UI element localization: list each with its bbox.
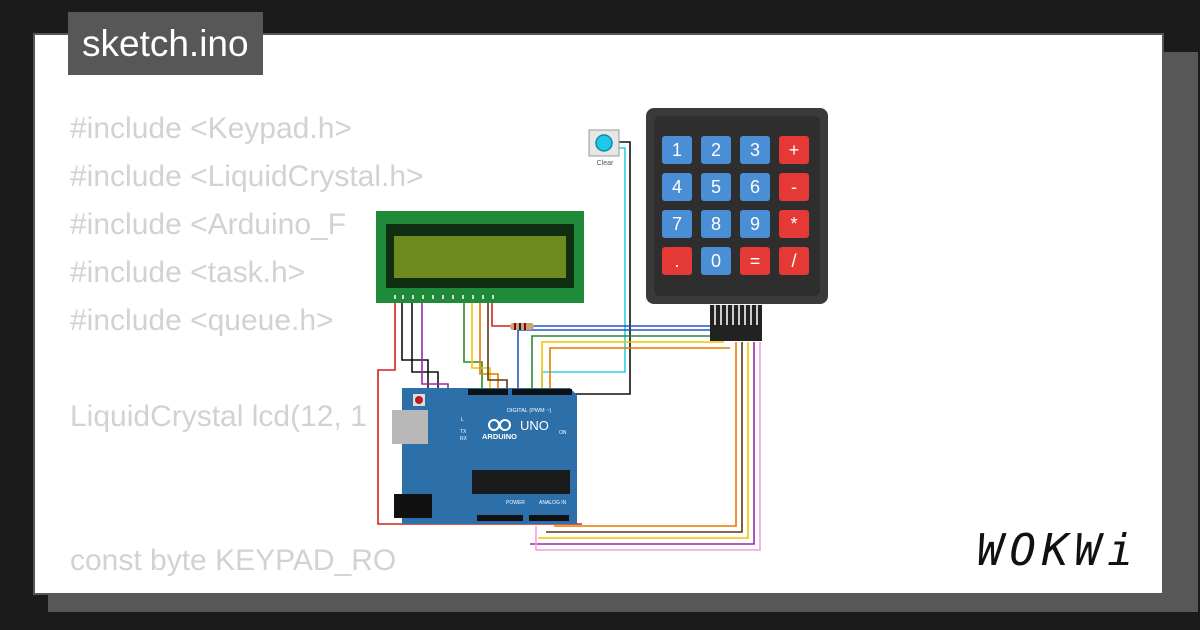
keypad-key-label: 4 xyxy=(672,177,682,197)
keypad-key[interactable]: 9 xyxy=(740,210,770,238)
digital-label: DIGITAL (PWM ~) xyxy=(507,408,551,414)
keypad-key[interactable]: 0 xyxy=(701,247,731,275)
keypad-key-label: 0 xyxy=(711,251,721,271)
keypad-key-label: + xyxy=(789,140,800,160)
keypad-key[interactable]: - xyxy=(779,173,809,201)
code-line: #include <Keypad.h> xyxy=(70,112,352,145)
keypad-key-label: 2 xyxy=(711,140,721,160)
keypad-key-label: = xyxy=(750,251,761,271)
keypad-key[interactable]: . xyxy=(662,247,692,275)
keypad-key-label: 7 xyxy=(672,214,682,234)
keypad-key[interactable]: 7 xyxy=(662,210,692,238)
keypad-key-label: 8 xyxy=(711,214,721,234)
circuit-diagram: Clear xyxy=(376,108,828,551)
keypad-key[interactable]: * xyxy=(779,210,809,238)
tx-label: TX xyxy=(460,429,467,435)
keypad-key[interactable]: = xyxy=(740,247,770,275)
keypad-key[interactable]: 8 xyxy=(701,210,731,238)
keypad-keys: 1 2 3 +4 5 6 - 7 8 9 *. 0 = / xyxy=(662,136,809,275)
wokwi-logo: WOKWi xyxy=(977,525,1140,576)
code-line: #include <queue.h> xyxy=(70,304,334,337)
file-tab[interactable]: sketch.ino xyxy=(68,12,263,75)
keypad-key-label: 1 xyxy=(672,140,682,160)
keypad-key[interactable]: + xyxy=(779,136,809,164)
code-line: const byte KEYPAD_COLS = 4; xyxy=(70,585,492,593)
code-preview: #include <Keypad.h> #include <LiquidCrys… xyxy=(70,105,492,593)
code-line: #include <task.h> xyxy=(70,256,306,289)
keypad-key-label: 5 xyxy=(711,177,721,197)
arduino-infinity-icon xyxy=(488,419,511,431)
keypad-key[interactable]: 4 xyxy=(662,173,692,201)
analog-label: ANALOG IN xyxy=(539,500,567,506)
on-label: ON xyxy=(559,430,567,436)
keypad-key-label: . xyxy=(674,251,679,271)
code-line: #include <Arduino_F xyxy=(70,208,347,241)
keypad-key-label: 3 xyxy=(750,140,760,160)
reset-button[interactable] xyxy=(415,396,423,404)
keypad-key[interactable]: 6 xyxy=(740,173,770,201)
keypad-key[interactable]: 3 xyxy=(740,136,770,164)
rx-label: RX xyxy=(460,436,468,442)
arduino-uno[interactable]: DIGITAL (PWM ~) ARDUINO UNO POWER ANALOG… xyxy=(392,388,577,524)
clear-button[interactable]: Clear xyxy=(588,129,620,167)
code-line: const byte KEYPAD_RO xyxy=(70,544,397,577)
l-label: L xyxy=(461,417,464,423)
keypad-key-label: / xyxy=(791,251,796,271)
keypad-key[interactable]: 1 xyxy=(662,136,692,164)
keypad-key-label: * xyxy=(790,214,797,234)
project-card: #include <Keypad.h> #include <LiquidCrys… xyxy=(33,33,1164,595)
uno-logo: UNO xyxy=(520,418,549,433)
code-line: #include <LiquidCrystal.h> xyxy=(70,160,424,193)
code-line: LiquidCrystal lcd(12, 1 xyxy=(70,400,367,433)
resistor[interactable] xyxy=(510,323,534,330)
keypad-key-label: - xyxy=(791,177,797,197)
keypad-key-label: 6 xyxy=(750,177,760,197)
power-label: POWER xyxy=(506,500,525,506)
arduino-brand: ARDUINO xyxy=(482,432,517,441)
clear-button-label: Clear xyxy=(597,160,614,167)
lcd-display[interactable] xyxy=(376,211,584,303)
keypad-key[interactable]: 2 xyxy=(701,136,731,164)
keypad-key[interactable]: / xyxy=(779,247,809,275)
keypad-key[interactable]: 5 xyxy=(701,173,731,201)
keypad-key-label: 9 xyxy=(750,214,760,234)
